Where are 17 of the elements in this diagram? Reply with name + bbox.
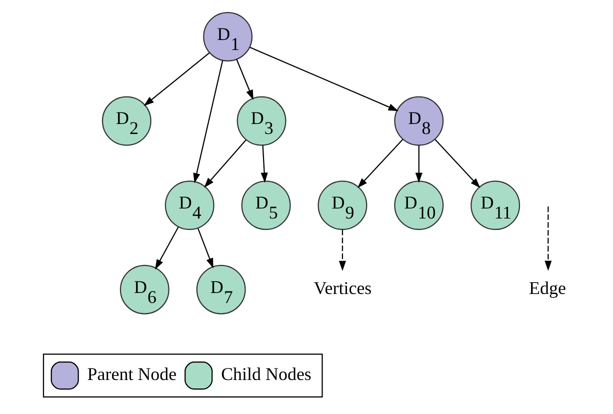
arrow [358,139,404,188]
node-text: Vertices [314,278,372,298]
arrow [544,206,552,271]
arrow [260,145,268,183]
arrow [198,228,214,268]
arrow [415,145,422,183]
legend-label: Child Nodes [221,364,312,384]
arrow [338,230,346,271]
legend-label: Parent Node [87,364,177,384]
arrow [144,52,210,106]
arrow [155,226,179,270]
arrow [236,59,254,100]
arrow [434,139,480,188]
node-text: Edge [529,278,566,298]
arrow [250,46,399,112]
arrow [193,60,224,184]
arrow [204,140,246,188]
